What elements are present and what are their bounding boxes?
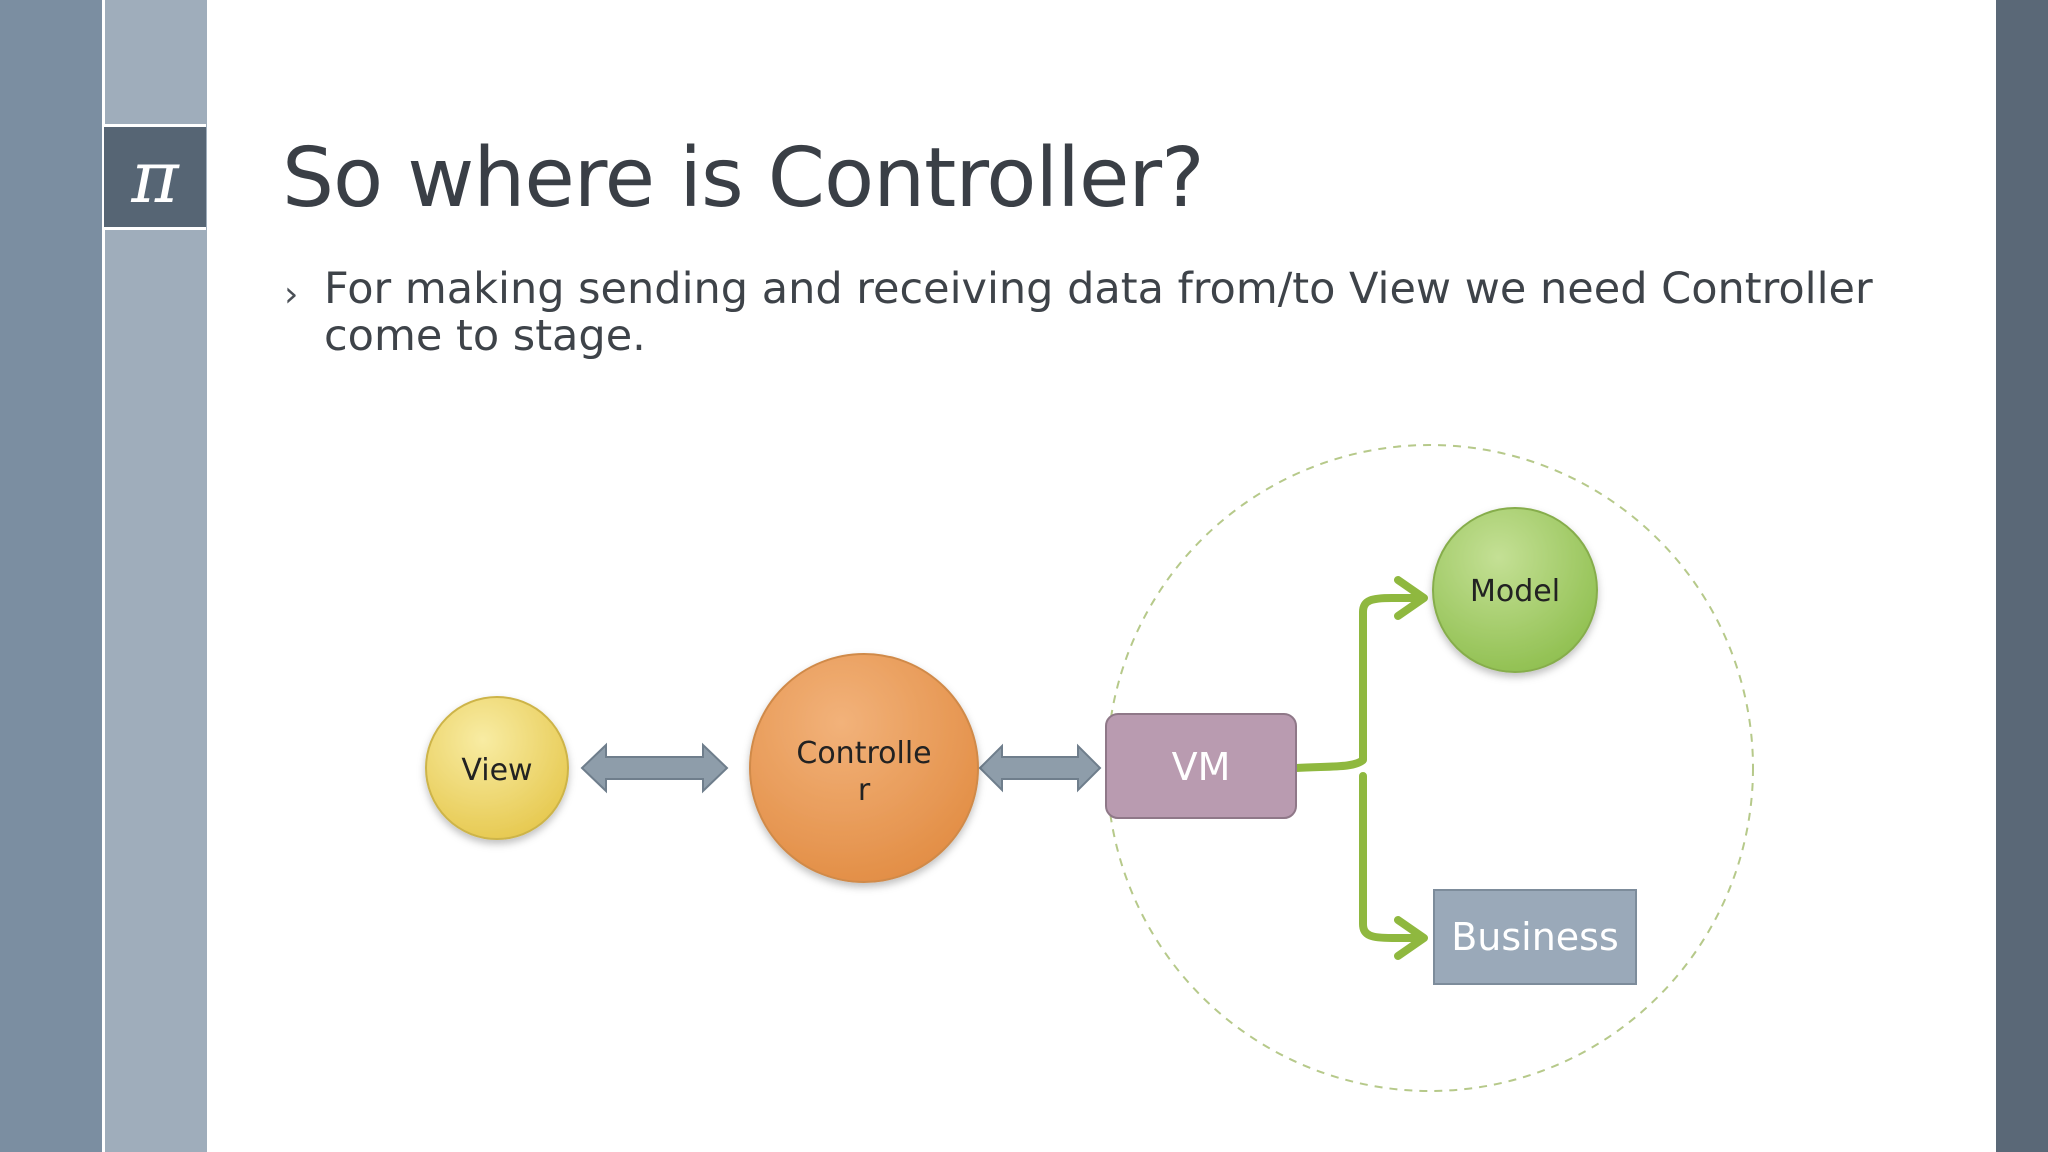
model-label: Model — [1470, 574, 1560, 609]
business-node: Business — [1433, 889, 1637, 985]
view-node: View — [425, 696, 569, 840]
business-arrowhead — [1394, 916, 1428, 960]
pi-logo-icon: π — [104, 124, 206, 230]
vm-branch-connector — [1292, 594, 1424, 942]
bullet-marker: › — [284, 274, 299, 315]
model-arrowhead — [1394, 576, 1428, 620]
view-controller-double-arrow — [580, 742, 729, 794]
vm-node: VM — [1105, 713, 1297, 819]
business-label: Business — [1451, 915, 1619, 959]
view-label: View — [461, 753, 532, 788]
controller-label-line1: Controlle — [796, 736, 931, 771]
controller-node: Controlle r — [749, 653, 979, 883]
bullet-text: For making sending and receiving data fr… — [324, 264, 1873, 361]
right-edge-band — [1996, 0, 2048, 1152]
pi-symbol: π — [131, 135, 179, 219]
vm-label: VM — [1172, 745, 1231, 789]
controller-vm-double-arrow — [978, 743, 1102, 793]
left-sidebar-band — [0, 0, 102, 1152]
vm-group-dashed-circle — [1106, 444, 1754, 1092]
sidebar-divider — [102, 0, 105, 1152]
controller-label-line2: r — [858, 773, 871, 808]
model-node: Model — [1432, 507, 1598, 673]
slide-title: So where is Controller? — [282, 131, 1205, 226]
